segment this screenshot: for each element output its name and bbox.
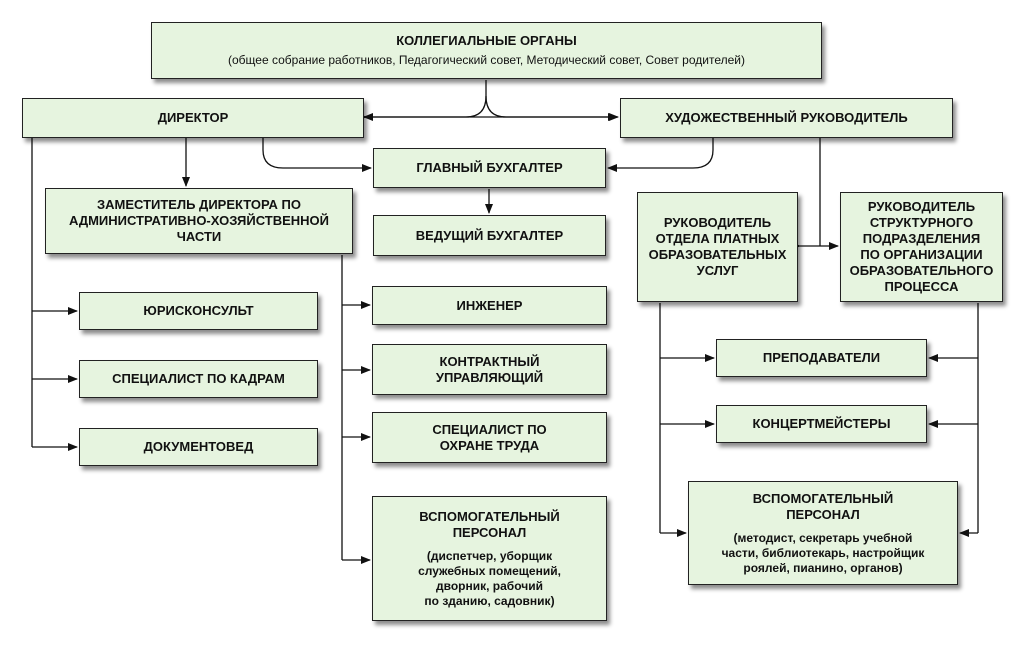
chief-accountant-title: ГЛАВНЫЙ БУХГАЛТЕР (416, 160, 563, 175)
lead-accountant-box: ВЕДУЩИЙ БУХГАЛТЕР (373, 215, 606, 256)
doc-specialist-title: ДОКУМЕНТОВЕД (143, 439, 254, 454)
accompanists-title: КОНЦЕРТМЕЙСТЕРЫ (752, 416, 891, 431)
line-art-chief (607, 138, 714, 172)
paid-services-head-box: РУКОВОДИТЕЛЬ ОТДЕЛА ПЛАТНЫХ ОБРАЗОВАТЕЛЬ… (637, 192, 798, 302)
aux-staff-left-title: ВСПОМОГАТЕЛЬНЫЙ ПЕРСОНАЛ (419, 508, 560, 540)
safety-specialist-box: СПЕЦИАЛИСТ ПО ОХРАНЕ ТРУДА (372, 412, 607, 463)
paid-services-head-title: РУКОВОДИТЕЛЬ ОТДЕЛА ПЛАТНЫХ ОБРАЗОВАТЕЛЬ… (648, 215, 787, 278)
deputy-director-title: ЗАМЕСТИТЕЛЬ ДИРЕКТОРА ПО АДМИНИСТРАТИВНО… (68, 197, 330, 244)
line-director-chief (262, 138, 372, 172)
aux-staff-left-box: ВСПОМОГАТЕЛЬНЫЙ ПЕРСОНАЛ (диспетчер, убо… (372, 496, 607, 621)
art-director-title: ХУДОЖЕСТВЕННЫЙ РУКОВОДИТЕЛЬ (665, 110, 908, 125)
contract-manager-title: КОНТРАКТНЫЙ УПРАВЛЯЮЩИЙ (435, 353, 544, 385)
engineer-title: ИНЖЕНЕР (456, 297, 523, 313)
hr-specialist-title: СПЕЦИАЛИСТ ПО КАДРАМ (112, 371, 285, 386)
line-collegial-director (363, 80, 487, 121)
doc-specialist-box: ДОКУМЕНТОВЕД (79, 428, 318, 466)
collegial-organs-title: КОЛЛЕГИАЛЬНЫЕ ОРГАНЫ (396, 33, 577, 48)
lead-accountant-title: ВЕДУЩИЙ БУХГАЛТЕР (415, 227, 564, 243)
aux-staff-right-title: ВСПОМОГАТЕЛЬНЫЙ ПЕРСОНАЛ (752, 490, 894, 522)
line-collegial-artdirector (485, 95, 619, 121)
accompanists-box: КОНЦЕРТМЕЙСТЕРЫ (716, 405, 927, 443)
contract-manager-box: КОНТРАКТНЫЙ УПРАВЛЯЮЩИЙ (372, 344, 607, 395)
hr-specialist-box: СПЕЦИАЛИСТ ПО КАДРАМ (79, 360, 318, 398)
collegial-organs-subtitle: (общее собрание работников, Педагогическ… (228, 53, 745, 67)
structural-head-title: РУКОВОДИТЕЛЬ СТРУКТУРНОГО ПОДРАЗДЕЛЕНИЯ … (849, 199, 994, 294)
structural-head-box: РУКОВОДИТЕЛЬ СТРУКТУРНОГО ПОДРАЗДЕЛЕНИЯ … (840, 192, 1003, 302)
teachers-title: ПРЕПОДАВАТЕЛИ (762, 350, 881, 365)
director-box: ДИРЕКТОР (22, 98, 364, 138)
aux-staff-right-details: (методист, секретарь учебной части, библ… (721, 530, 925, 575)
jurist-box: ЮРИСКОНСУЛЬТ (79, 292, 318, 330)
deputy-director-box: ЗАМЕСТИТЕЛЬ ДИРЕКТОРА ПО АДМИНИСТРАТИВНО… (45, 188, 353, 254)
aux-staff-right-box: ВСПОМОГАТЕЛЬНЫЙ ПЕРСОНАЛ (методист, секр… (688, 481, 958, 585)
chief-accountant-box: ГЛАВНЫЙ БУХГАЛТЕР (373, 148, 606, 188)
collegial-organs-box: КОЛЛЕГИАЛЬНЫЕ ОРГАНЫ (общее собрание раб… (151, 22, 822, 79)
aux-staff-left-details: (диспетчер, уборщик служебных помещений,… (418, 548, 561, 608)
engineer-box: ИНЖЕНЕР (372, 286, 607, 325)
teachers-box: ПРЕПОДАВАТЕЛИ (716, 339, 927, 377)
safety-specialist-title: СПЕЦИАЛИСТ ПО ОХРАНЕ ТРУДА (432, 421, 547, 453)
jurist-title: ЮРИСКОНСУЛЬТ (143, 303, 254, 318)
art-director-box: ХУДОЖЕСТВЕННЫЙ РУКОВОДИТЕЛЬ (620, 98, 953, 138)
director-title: ДИРЕКТОР (157, 110, 229, 125)
